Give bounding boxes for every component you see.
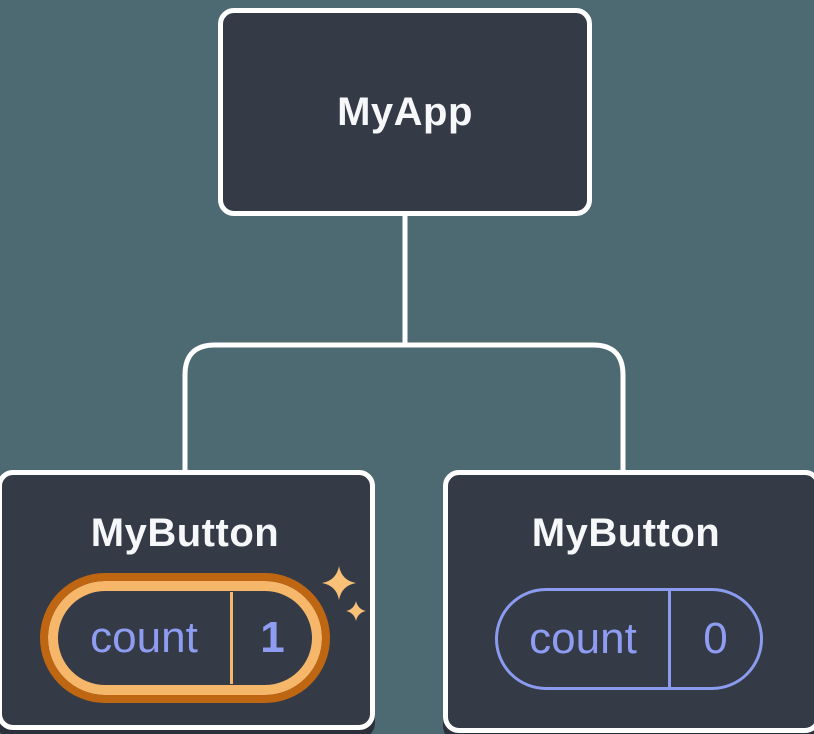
pill-divider (230, 592, 233, 684)
state-pill: count 0 (495, 588, 763, 690)
node-myapp-label: MyApp (337, 89, 473, 134)
state-value: 1 (260, 613, 285, 662)
node-mybutton-plain-label: MyButton (531, 511, 721, 555)
sparkles-icon (322, 566, 366, 621)
node-mybutton-updated: MyButton count 1 (0, 470, 375, 730)
node-myapp: MyApp (218, 8, 592, 216)
node-mybutton-updated-label: MyButton (90, 511, 280, 555)
node-mybutton-plain: MyButton count 0 (443, 470, 814, 733)
state-name: count (90, 613, 198, 662)
state-name: count (529, 614, 637, 663)
state-pill-highlighted: count 1 (40, 573, 330, 703)
state-value: 0 (703, 614, 728, 663)
pill-divider (668, 591, 671, 687)
